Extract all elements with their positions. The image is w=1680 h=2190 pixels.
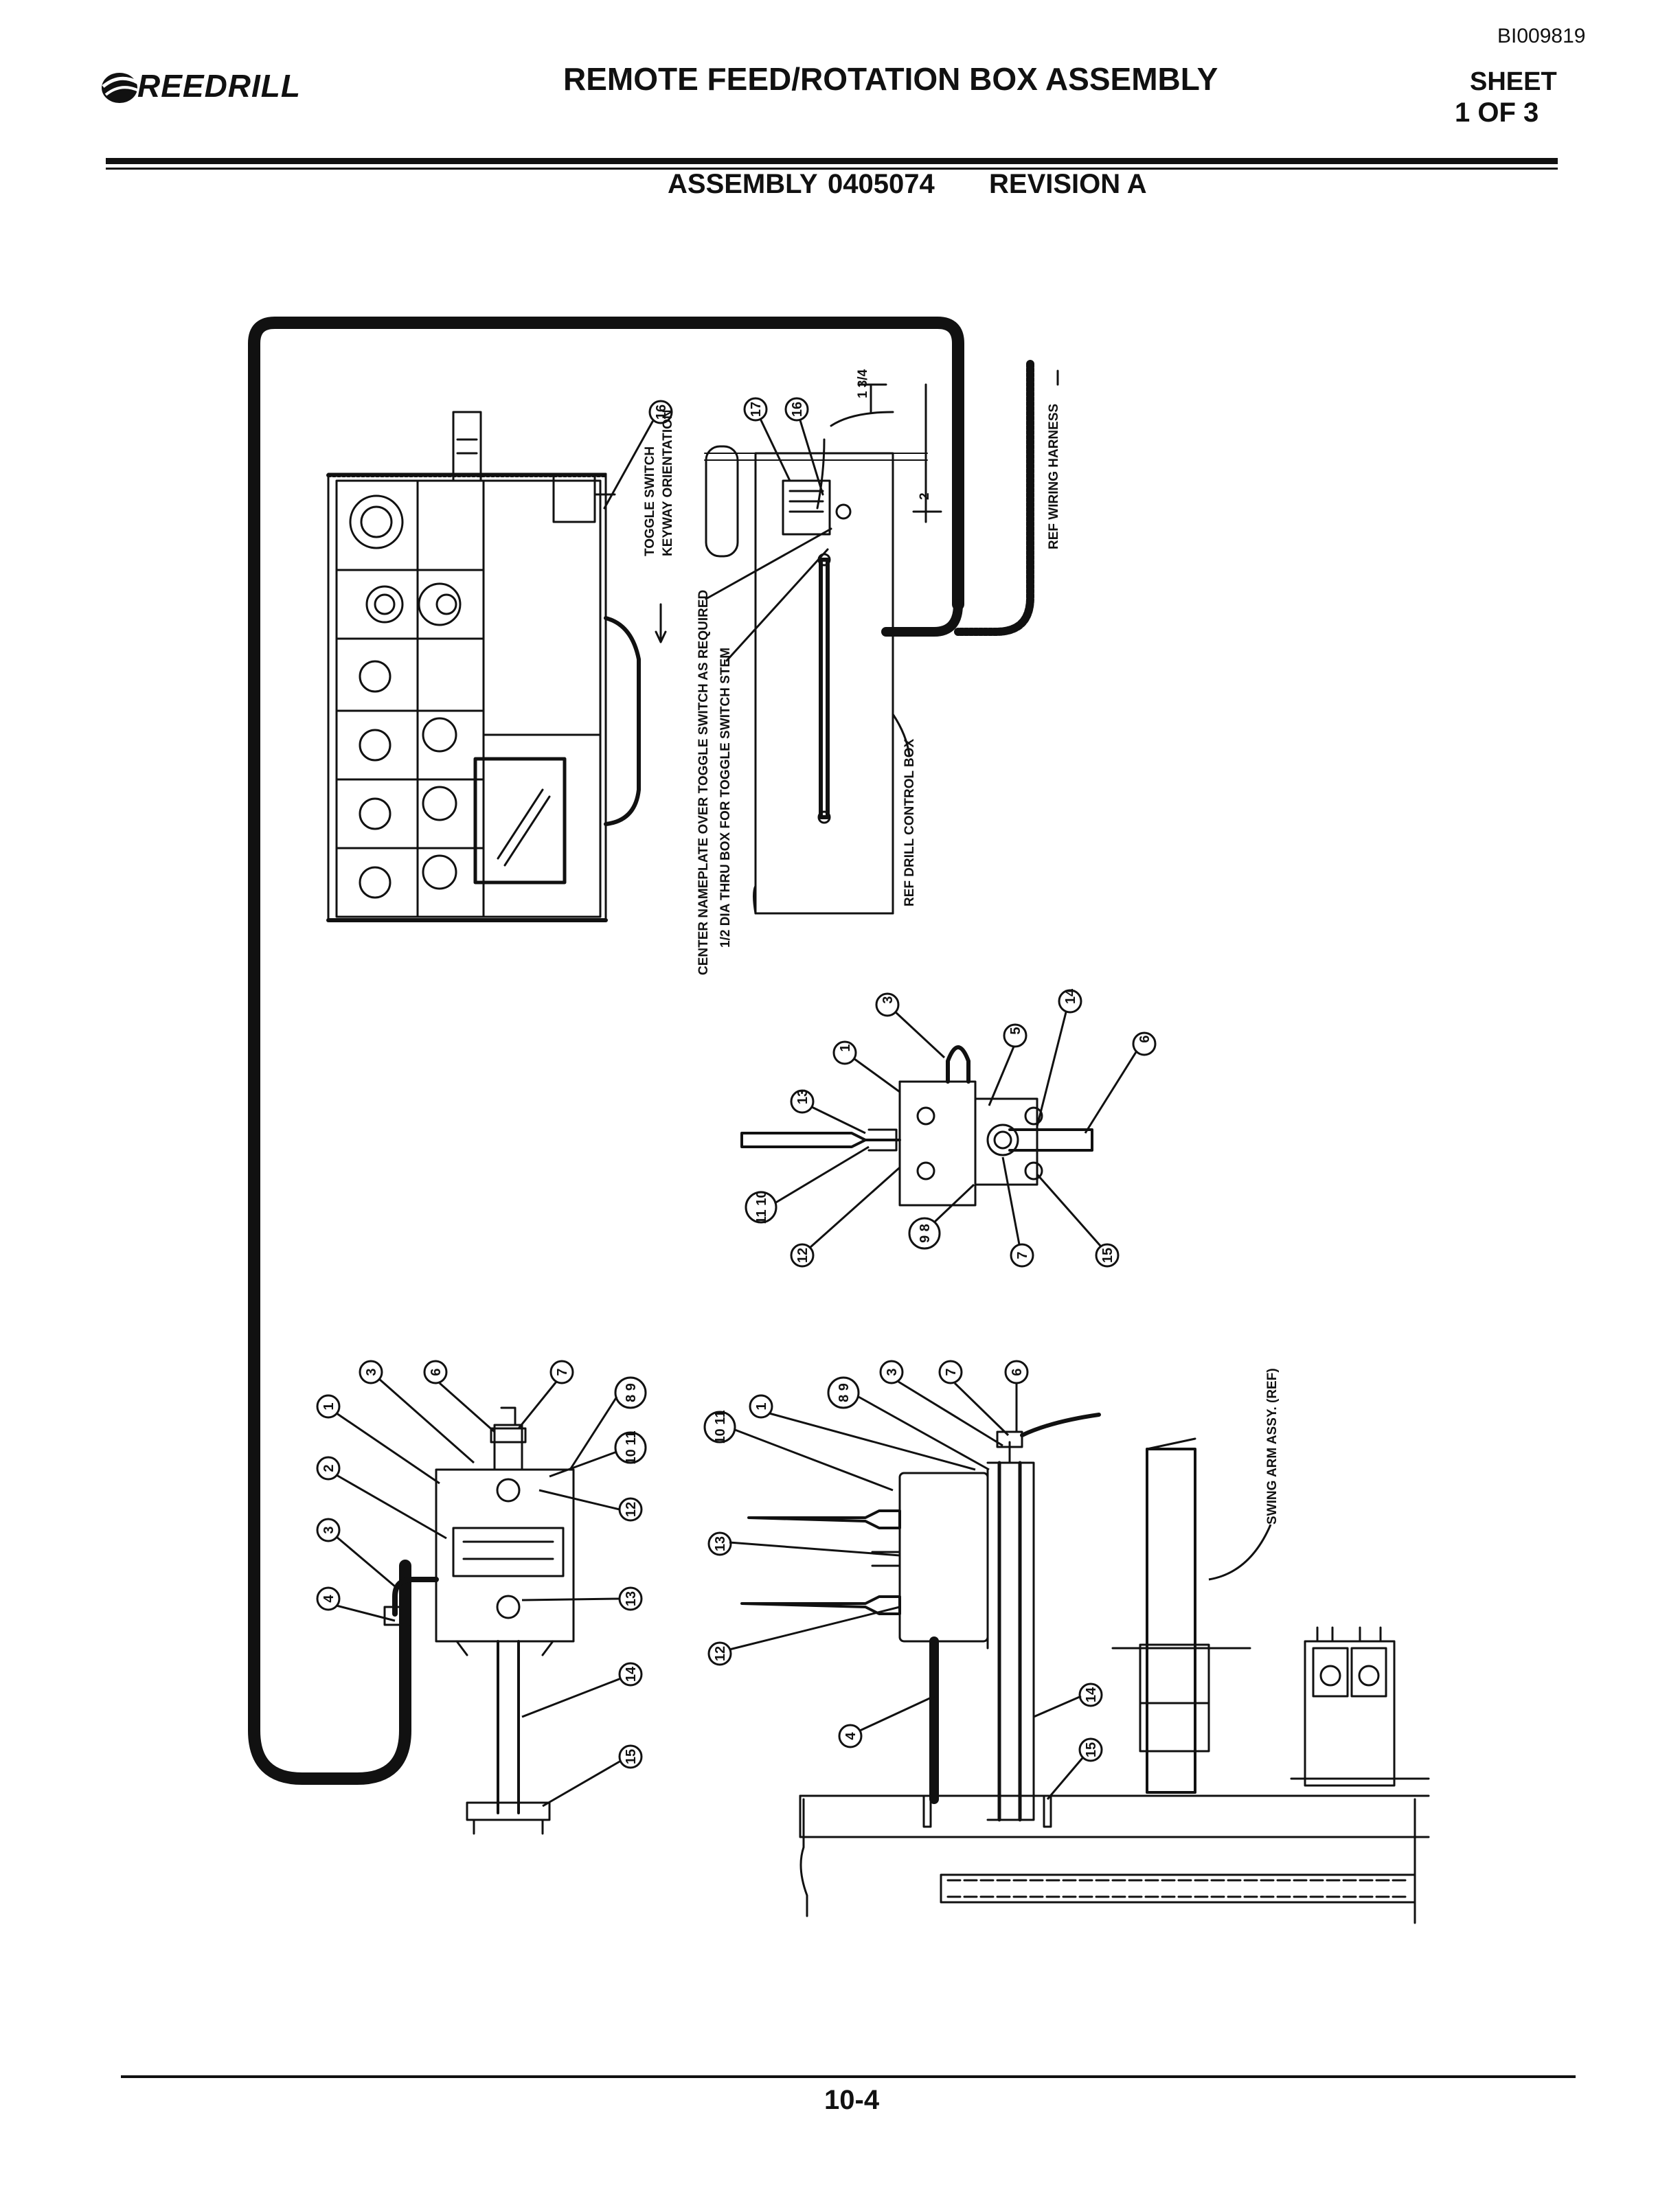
callout-6: 6 (1010, 1368, 1025, 1376)
callout-15: 15 (1100, 1248, 1115, 1263)
callout-17: 17 (749, 402, 764, 417)
callout-4: 4 (843, 1732, 859, 1740)
swing-arm-note: SWING ARM ASSY. (REF) (1265, 1368, 1280, 1525)
callout-16: 16 (654, 404, 669, 420)
callout-8-9: 8 9 (624, 1383, 639, 1402)
wiring-harness (954, 360, 1034, 636)
callout-14: 14 (624, 1666, 639, 1682)
reedrill-logo-icon (102, 73, 139, 103)
hose-loop (248, 317, 964, 1785)
keyway-orientation-note: KEYWAY ORIENTATION (661, 409, 675, 556)
box-front-view (383, 1406, 575, 1835)
callout-3: 3 (364, 1368, 379, 1376)
box-top-view (740, 1045, 1093, 1207)
callout-4: 4 (321, 1595, 337, 1603)
callout-13: 13 (713, 1536, 728, 1551)
callout-12: 12 (713, 1646, 728, 1661)
callout-14: 14 (1063, 988, 1078, 1004)
callout-7: 7 (944, 1368, 959, 1376)
callout-6: 6 (429, 1368, 444, 1376)
callout-13: 13 (795, 1089, 810, 1104)
sheet-label: SHEET (1470, 67, 1557, 96)
header-rule (106, 158, 1558, 164)
footer-rule (121, 2075, 1576, 2078)
callout-10-11: 10 11 (713, 1411, 728, 1444)
dimension-1-3-4: 1 3/4 (856, 369, 870, 398)
callout-1: 1 (838, 1044, 853, 1051)
ref-control-box-note: REF DRILL CONTROL BOX (903, 738, 917, 906)
page-title: REMOTE FEED/ROTATION BOX ASSEMBLY (563, 61, 1218, 97)
callout-7: 7 (555, 1368, 570, 1376)
dia-thru-note: 1/2 DIA THRU BOX FOR TOGGLE SWITCH STEM (718, 648, 733, 948)
page-number: 10-4 (824, 2085, 880, 2115)
brand-name: REEDRILL (137, 68, 301, 104)
center-nameplate-note: CENTER NAMEPLATE OVER TOGGLE SWITCH AS R… (696, 590, 711, 975)
callout-11-10: 11 10 (754, 1191, 769, 1224)
callout-13: 13 (624, 1591, 639, 1606)
callout-2: 2 (321, 1464, 337, 1472)
callout-3: 3 (321, 1526, 337, 1533)
hose-lower-return (881, 600, 963, 637)
callout-3: 3 (881, 996, 896, 1003)
revision-label: REVISION A (989, 169, 1147, 199)
callout-3: 3 (885, 1368, 900, 1376)
callout-10-11: 10 11 (624, 1431, 639, 1465)
callout-12: 12 (624, 1502, 639, 1517)
side-assembly-view (740, 1413, 1430, 1924)
sheet-number: 1 OF 3 (1455, 98, 1539, 128)
callout-15: 15 (624, 1749, 639, 1764)
callout-14: 14 (1084, 1687, 1099, 1702)
callout-1: 1 (754, 1402, 769, 1410)
callout-1: 1 (321, 1402, 337, 1410)
callout-7: 7 (1015, 1251, 1030, 1259)
callout-8-9: 8 9 (837, 1383, 852, 1402)
document-id: BI009819 (1497, 25, 1586, 47)
callout-5: 5 (1008, 1027, 1023, 1034)
ref-wiring-harness-note: REF WIRING HARNESS (1047, 404, 1061, 549)
control-panel-front-view (326, 411, 641, 922)
dimension-2: 2 (918, 492, 932, 500)
toggle-switch-note: TOGGLE SWITCH (643, 446, 657, 556)
callout-9-8: 9 8 (918, 1224, 933, 1243)
assembly-number: ASSEMBLY 0405074 (668, 169, 935, 199)
callout-6: 6 (1137, 1035, 1153, 1042)
callout-12: 12 (795, 1248, 810, 1263)
callout-15: 15 (1084, 1742, 1099, 1757)
callout-16: 16 (790, 402, 805, 417)
header-rule-thin (106, 168, 1558, 170)
